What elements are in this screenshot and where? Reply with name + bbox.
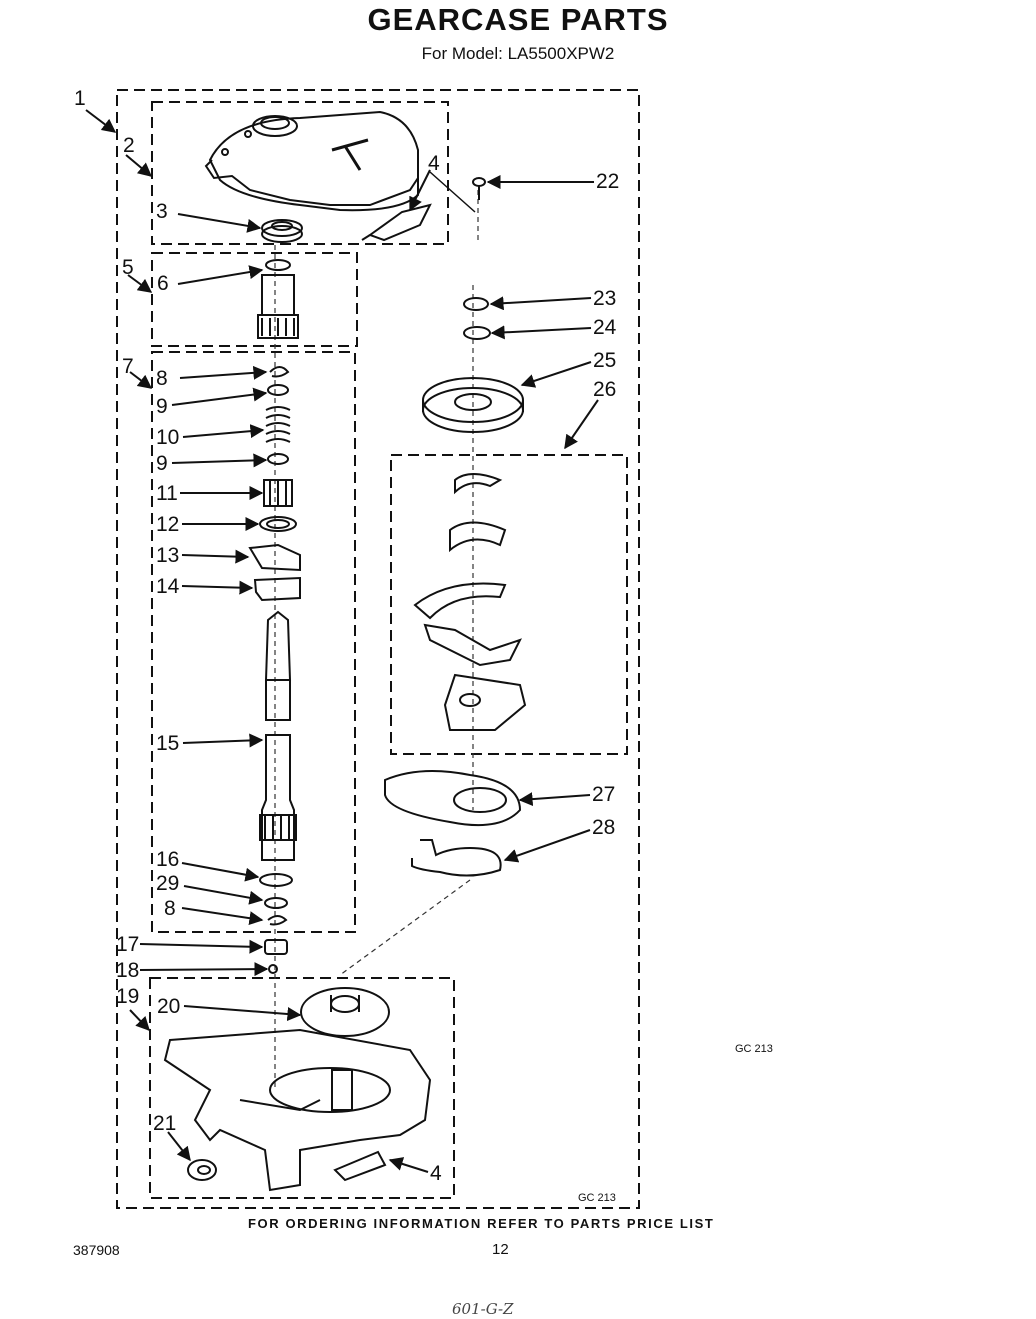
shaft-parts-stack <box>248 366 301 602</box>
page-number: 12 <box>492 1241 509 1258</box>
callout-label: 27 <box>592 783 615 806</box>
callout-labels: 1 2 3 4 5 6 7 8 9 10 9 11 12 13 14 15 16… <box>74 87 619 1185</box>
pinion-assembly <box>257 259 299 339</box>
callout-label: 3 <box>156 200 168 223</box>
figure-code-inner: GC 213 <box>578 1192 616 1204</box>
callout-label: 10 <box>156 426 179 449</box>
model-line: For Model: LA5500XPW2 <box>421 44 615 63</box>
callout-label: 1 <box>74 87 86 110</box>
cover-bearing <box>261 219 303 243</box>
callout-label: 15 <box>156 732 179 755</box>
ordering-note: FOR ORDERING INFORMATION REFER TO PARTS … <box>248 1216 715 1231</box>
callout-label: 13 <box>156 544 179 567</box>
assembly-box-26 <box>390 454 628 755</box>
callout-label: 5 <box>122 256 134 279</box>
callout-label: 4 <box>428 152 440 175</box>
callout-label: 19 <box>116 985 139 1008</box>
handwritten-note: 601-G-Z <box>452 1300 514 1318</box>
gearcase-cover <box>204 110 419 212</box>
callout-label: 7 <box>122 355 134 378</box>
callout-label: 9 <box>156 395 168 418</box>
callout-label: 17 <box>116 933 139 956</box>
callout-label: 22 <box>596 170 619 193</box>
callout-label: 9 <box>156 452 168 475</box>
callout-label: 12 <box>156 513 179 536</box>
gearcase-base <box>163 987 432 1192</box>
callout-label: 14 <box>156 575 180 598</box>
callout-label: 25 <box>593 349 616 372</box>
callout-label: 29 <box>156 872 179 895</box>
callout-label: 6 <box>157 272 169 295</box>
assembly-box-1 <box>116 89 640 1209</box>
screw <box>472 177 486 200</box>
lower-washers <box>259 873 293 974</box>
callout-label: 8 <box>164 897 176 920</box>
callout-label: 4 <box>430 1162 442 1185</box>
callout-label: 11 <box>156 482 178 505</box>
assembly-box-19 <box>149 977 455 1199</box>
callout-label: 28 <box>592 816 615 839</box>
callout-label: 16 <box>156 848 179 871</box>
callout-label: 24 <box>593 316 617 339</box>
callout-label: 20 <box>157 995 180 1018</box>
callout-label: 2 <box>123 134 135 157</box>
assembly-box-5 <box>151 252 358 347</box>
agitator-shaft <box>259 610 297 861</box>
callout-label: 8 <box>156 367 168 390</box>
page-title: GEARCASE PARTS <box>367 2 669 37</box>
assembly-box-7 <box>151 351 356 933</box>
doc-number: 387908 <box>73 1242 120 1258</box>
callout-label: 21 <box>153 1112 176 1135</box>
figure-code-outer: GC 213 <box>735 1043 773 1055</box>
right-side-parts <box>384 297 527 877</box>
callout-label: 23 <box>593 287 616 310</box>
callout-label: 26 <box>593 378 616 401</box>
callout-label: 18 <box>116 959 139 982</box>
grease-tube-top <box>361 203 432 242</box>
